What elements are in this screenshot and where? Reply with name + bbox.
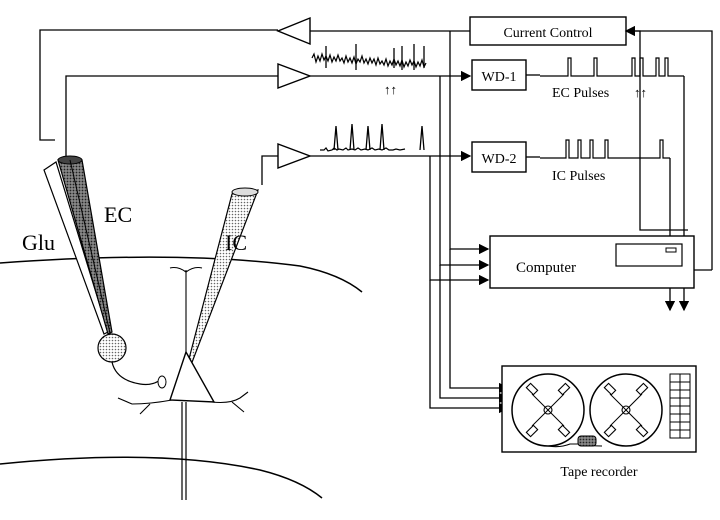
synapse (157, 375, 167, 389)
computer-drive-slot (665, 247, 677, 253)
computer-disk-drive (615, 243, 683, 267)
feed-lines (429, 31, 510, 414)
tape-recorder (501, 365, 697, 453)
ec-trace (311, 51, 427, 69)
ic-electrode-wire (261, 155, 278, 185)
ec-pulses-arrows: ↑↑ (634, 85, 647, 100)
computer-to-current-control (624, 25, 713, 270)
tape-head (577, 435, 597, 447)
ic-pulse-train (540, 139, 670, 159)
ec-pulses-label: EC Pulses (552, 86, 609, 101)
current-control-box (469, 16, 627, 46)
ic-electrode (183, 189, 259, 379)
ec-pulse-train (540, 57, 684, 77)
ic-trace-spikes (333, 123, 425, 151)
current-control-label: Current Control (503, 26, 592, 41)
cortex-surface-line (0, 256, 363, 293)
wd1-label: WD-1 (482, 70, 517, 85)
ic-amplifier (277, 142, 312, 170)
ec-label: EC (104, 202, 132, 227)
tape-recorder-label: Tape recorder (560, 465, 637, 480)
pyramidal-cell-body (169, 350, 216, 403)
iontophoresis-amplifier (276, 16, 311, 46)
wd2-box (471, 141, 527, 173)
tape-control-grid (669, 373, 691, 439)
iontophoresis-line (39, 29, 278, 141)
computer-label: Computer (516, 260, 576, 276)
ic-label: IC (225, 230, 247, 255)
ec-electrode-wire (65, 75, 278, 165)
glu-label: Glu (22, 230, 55, 255)
ec-trace-arrows: ↑↑ (384, 82, 397, 97)
ic-trace (320, 147, 406, 152)
ec-trace-spikes (325, 44, 425, 70)
presynaptic-neuron (97, 333, 127, 363)
presynaptic-axon (111, 361, 161, 386)
ic-electrode-top (231, 187, 259, 197)
ic-pulses-label: IC Pulses (552, 169, 605, 184)
ec-amplifier (277, 62, 312, 90)
pyramidal-dendrites (117, 266, 249, 415)
wd2-label: WD-2 (482, 152, 517, 167)
ec-electrode-core (69, 159, 111, 334)
cortex-lower-line (0, 456, 323, 499)
